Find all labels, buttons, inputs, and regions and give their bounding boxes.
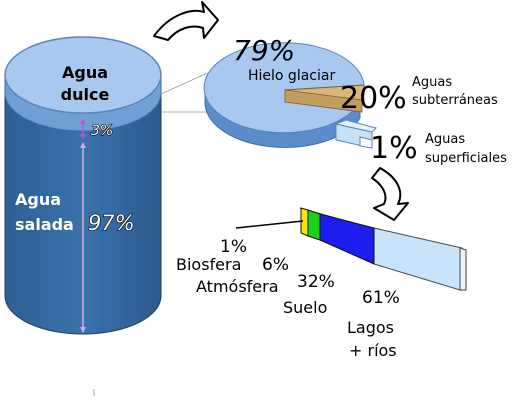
bar-end-face: [459, 247, 467, 291]
freshwater-pie: 79% Hielo glaciar 20% Aguas subterráneas…: [203, 34, 507, 166]
curved-arrow-down-icon: [371, 167, 409, 221]
pie-label-glaciar: Hielo glaciar: [248, 68, 335, 84]
bar-segment-biosfera: [300, 207, 309, 237]
fresh-water-label-line2: dulce: [61, 85, 110, 104]
pie-label-subterraneas-line1: Aguas: [412, 75, 452, 90]
pie-label-superficiales-line2: superficiales: [425, 151, 507, 166]
surface-water-bar: [235, 207, 468, 291]
pie-label-subterraneas-line2: subterráneas: [412, 93, 498, 108]
fresh-water-label-line1: Agua: [62, 63, 108, 82]
salt-water-pct: 97%: [88, 211, 135, 235]
fresh-water-pct: 3%: [91, 123, 113, 139]
curved-arrow-top-icon: [153, 1, 219, 41]
bar-label-atmosfera: Atmósfera: [196, 277, 279, 296]
bar-segment-atmosfera: [307, 209, 321, 241]
bar-label-biosfera: Biosfera: [176, 255, 241, 274]
pie-slice-superficiales-top: [334, 119, 377, 133]
pie-pct-glaciar: 79%: [233, 34, 295, 67]
salt-water-label-line2: salada: [15, 215, 74, 234]
pie-slice-superficiales-front: [359, 136, 373, 149]
pie-slice-subterraneas-wedge: [284, 89, 363, 113]
bar-label-lagos-line1: Lagos: [347, 318, 394, 337]
water-cylinder: Agua dulce 3% Agua salada 97%: [4, 36, 162, 335]
bar-pct-suelo: 32%: [297, 272, 335, 292]
bar-segment-lagos: [373, 227, 463, 291]
cylinder-top: [4, 36, 162, 114]
bar-leader-line: [235, 220, 304, 229]
bar-label-suelo: Suelo: [283, 298, 327, 317]
bar-pct-lagos: 61%: [362, 288, 400, 308]
bar-pct-atmosfera: 6%: [262, 255, 289, 275]
pie-slice-glaciar: [203, 42, 365, 134]
bar-segment-suelo: [319, 213, 375, 265]
bar-pct-biosfera: 1%: [220, 237, 247, 257]
pie-pct-subterraneas: 20%: [340, 81, 407, 116]
pie-label-superficiales-line1: Aguas: [425, 132, 465, 147]
salt-water-label-line1: Agua: [15, 190, 61, 209]
salt-pct-arrow: [80, 142, 86, 333]
pie-pct-superficiales: 1%: [370, 131, 418, 166]
bar-label-lagos-line2: + ríos: [349, 341, 397, 360]
fresh-pct-arrow: [80, 119, 86, 139]
